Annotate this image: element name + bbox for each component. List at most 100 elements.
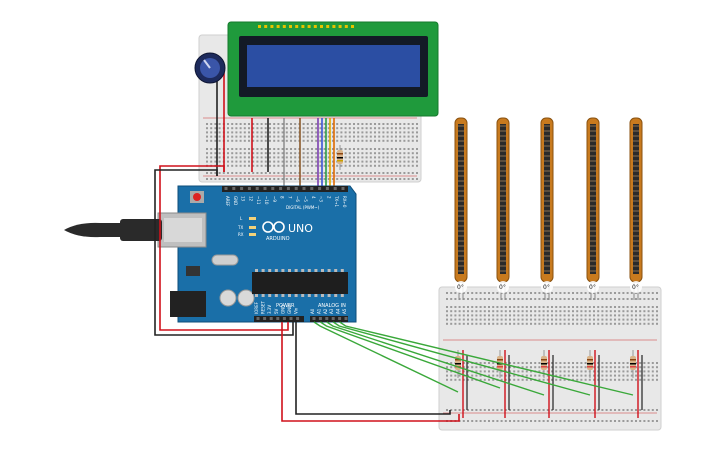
breadboard-hole <box>395 164 397 167</box>
breadboard-hole <box>635 378 637 381</box>
breadboard-hole <box>546 318 549 321</box>
breadboard-hole <box>551 310 553 313</box>
breadboard-hole <box>235 178 238 180</box>
breadboard-hole <box>517 420 520 422</box>
power-pin-label: Vin <box>294 307 299 314</box>
breadboard-hole <box>521 378 524 381</box>
breadboard-hole <box>239 139 242 142</box>
breadboard-hole <box>378 139 381 142</box>
breadboard-hole <box>479 409 482 411</box>
bottom-breadboard <box>438 286 662 431</box>
breadboard-hole <box>319 172 322 174</box>
breadboard-hole <box>378 178 381 180</box>
breadboard-hole <box>471 310 474 313</box>
potentiometer[interactable] <box>194 52 226 84</box>
breadboard-hole <box>327 156 330 159</box>
breadboard-hole <box>264 156 267 159</box>
breadboard-hole <box>500 310 503 313</box>
breadboard-hole <box>399 127 402 130</box>
breadboard-hole <box>496 420 499 422</box>
breadboard-hole <box>643 318 646 321</box>
breadboard-hole <box>407 148 410 150</box>
breadboard-hole <box>572 366 574 369</box>
breadboard-hole <box>542 322 545 325</box>
breadboard-hole <box>369 172 372 174</box>
power-pin-label: GND <box>280 305 285 314</box>
breadboard-hole <box>546 298 549 300</box>
breadboard-hole <box>306 172 309 174</box>
breadboard-hole <box>214 123 217 125</box>
breadboard-hole <box>411 178 414 180</box>
breadboard-hole <box>546 370 549 373</box>
breadboard-hole <box>458 409 461 411</box>
flex-sensor[interactable]: 0° <box>496 117 510 300</box>
lcd-pin <box>338 25 342 28</box>
breadboard-hole <box>492 378 495 381</box>
digital-pin-label: 2 <box>326 196 331 199</box>
breadboard-hole <box>609 409 612 411</box>
breadboard-hole <box>500 298 503 300</box>
chip-pin <box>261 294 265 297</box>
breadboard-hole <box>319 127 322 130</box>
breadboard-hole <box>492 366 495 369</box>
header-socket <box>294 187 298 190</box>
breadboard-hole <box>399 131 402 134</box>
flex-sensor[interactable]: 0° <box>629 117 643 300</box>
breadboard-hole <box>454 318 457 321</box>
breadboard-hole <box>538 292 541 294</box>
breadboard-hole <box>601 298 604 300</box>
breadboard-hole <box>534 310 537 313</box>
breadboard-hole <box>483 378 486 381</box>
breadboard-hole <box>551 306 553 308</box>
breadboard-hole <box>294 123 297 125</box>
lcd-pin <box>332 25 336 28</box>
breadboard-hole <box>517 310 520 313</box>
breadboard-hole <box>639 378 642 381</box>
breadboard-hole <box>563 318 566 321</box>
breadboard-hole <box>395 156 397 159</box>
breadboard-hole <box>315 164 318 167</box>
breadboard-hole <box>546 362 549 364</box>
breadboard-hole <box>500 374 503 377</box>
breadboard-hole <box>302 135 305 138</box>
breadboard-hole <box>572 314 574 317</box>
breadboard-hole <box>643 362 646 364</box>
breadboard-hole <box>601 306 604 308</box>
chip-pin <box>321 269 324 272</box>
breadboard-hole <box>614 366 616 369</box>
breadboard-hole <box>479 420 482 422</box>
digital-pin-label: AREF <box>225 196 230 207</box>
breadboard-hole <box>369 123 372 125</box>
breadboard-hole <box>542 292 545 294</box>
breadboard-hole <box>311 131 313 134</box>
breadboard-hole <box>407 152 410 155</box>
breadboard-hole <box>546 306 549 308</box>
breadboard-hole <box>273 139 276 142</box>
breadboard-hole <box>395 139 397 142</box>
analog-pin-label: A4 <box>336 308 341 314</box>
breadboard-hole <box>593 298 595 300</box>
flex-sensor[interactable]: 0° <box>454 117 468 300</box>
breadboard-hole <box>576 409 579 411</box>
breadboard-hole <box>563 310 566 313</box>
lcd-pin <box>320 25 323 28</box>
breadboard-hole <box>626 306 629 308</box>
breadboard-hole <box>302 139 305 142</box>
breadboard-hole <box>555 310 558 313</box>
breadboard-hole <box>601 322 604 325</box>
flex-sensor-angle: 0° <box>589 284 596 291</box>
flex-sensor[interactable]: 0° <box>586 117 600 300</box>
breadboard-hole <box>509 318 511 321</box>
breadboard-hole <box>290 135 292 138</box>
header-socket <box>232 187 236 190</box>
breadboard-hole <box>416 152 418 155</box>
breadboard-hole <box>559 370 562 373</box>
breadboard-hole <box>315 139 318 142</box>
flex-sensor[interactable]: 0° <box>540 117 554 300</box>
breadboard-hole <box>239 123 242 125</box>
breadboard-hole <box>597 318 600 321</box>
header-socket <box>224 187 228 190</box>
digital-pin-label: 4 <box>311 196 316 199</box>
breadboard-hole <box>530 306 532 308</box>
breadboard-hole <box>496 409 499 411</box>
